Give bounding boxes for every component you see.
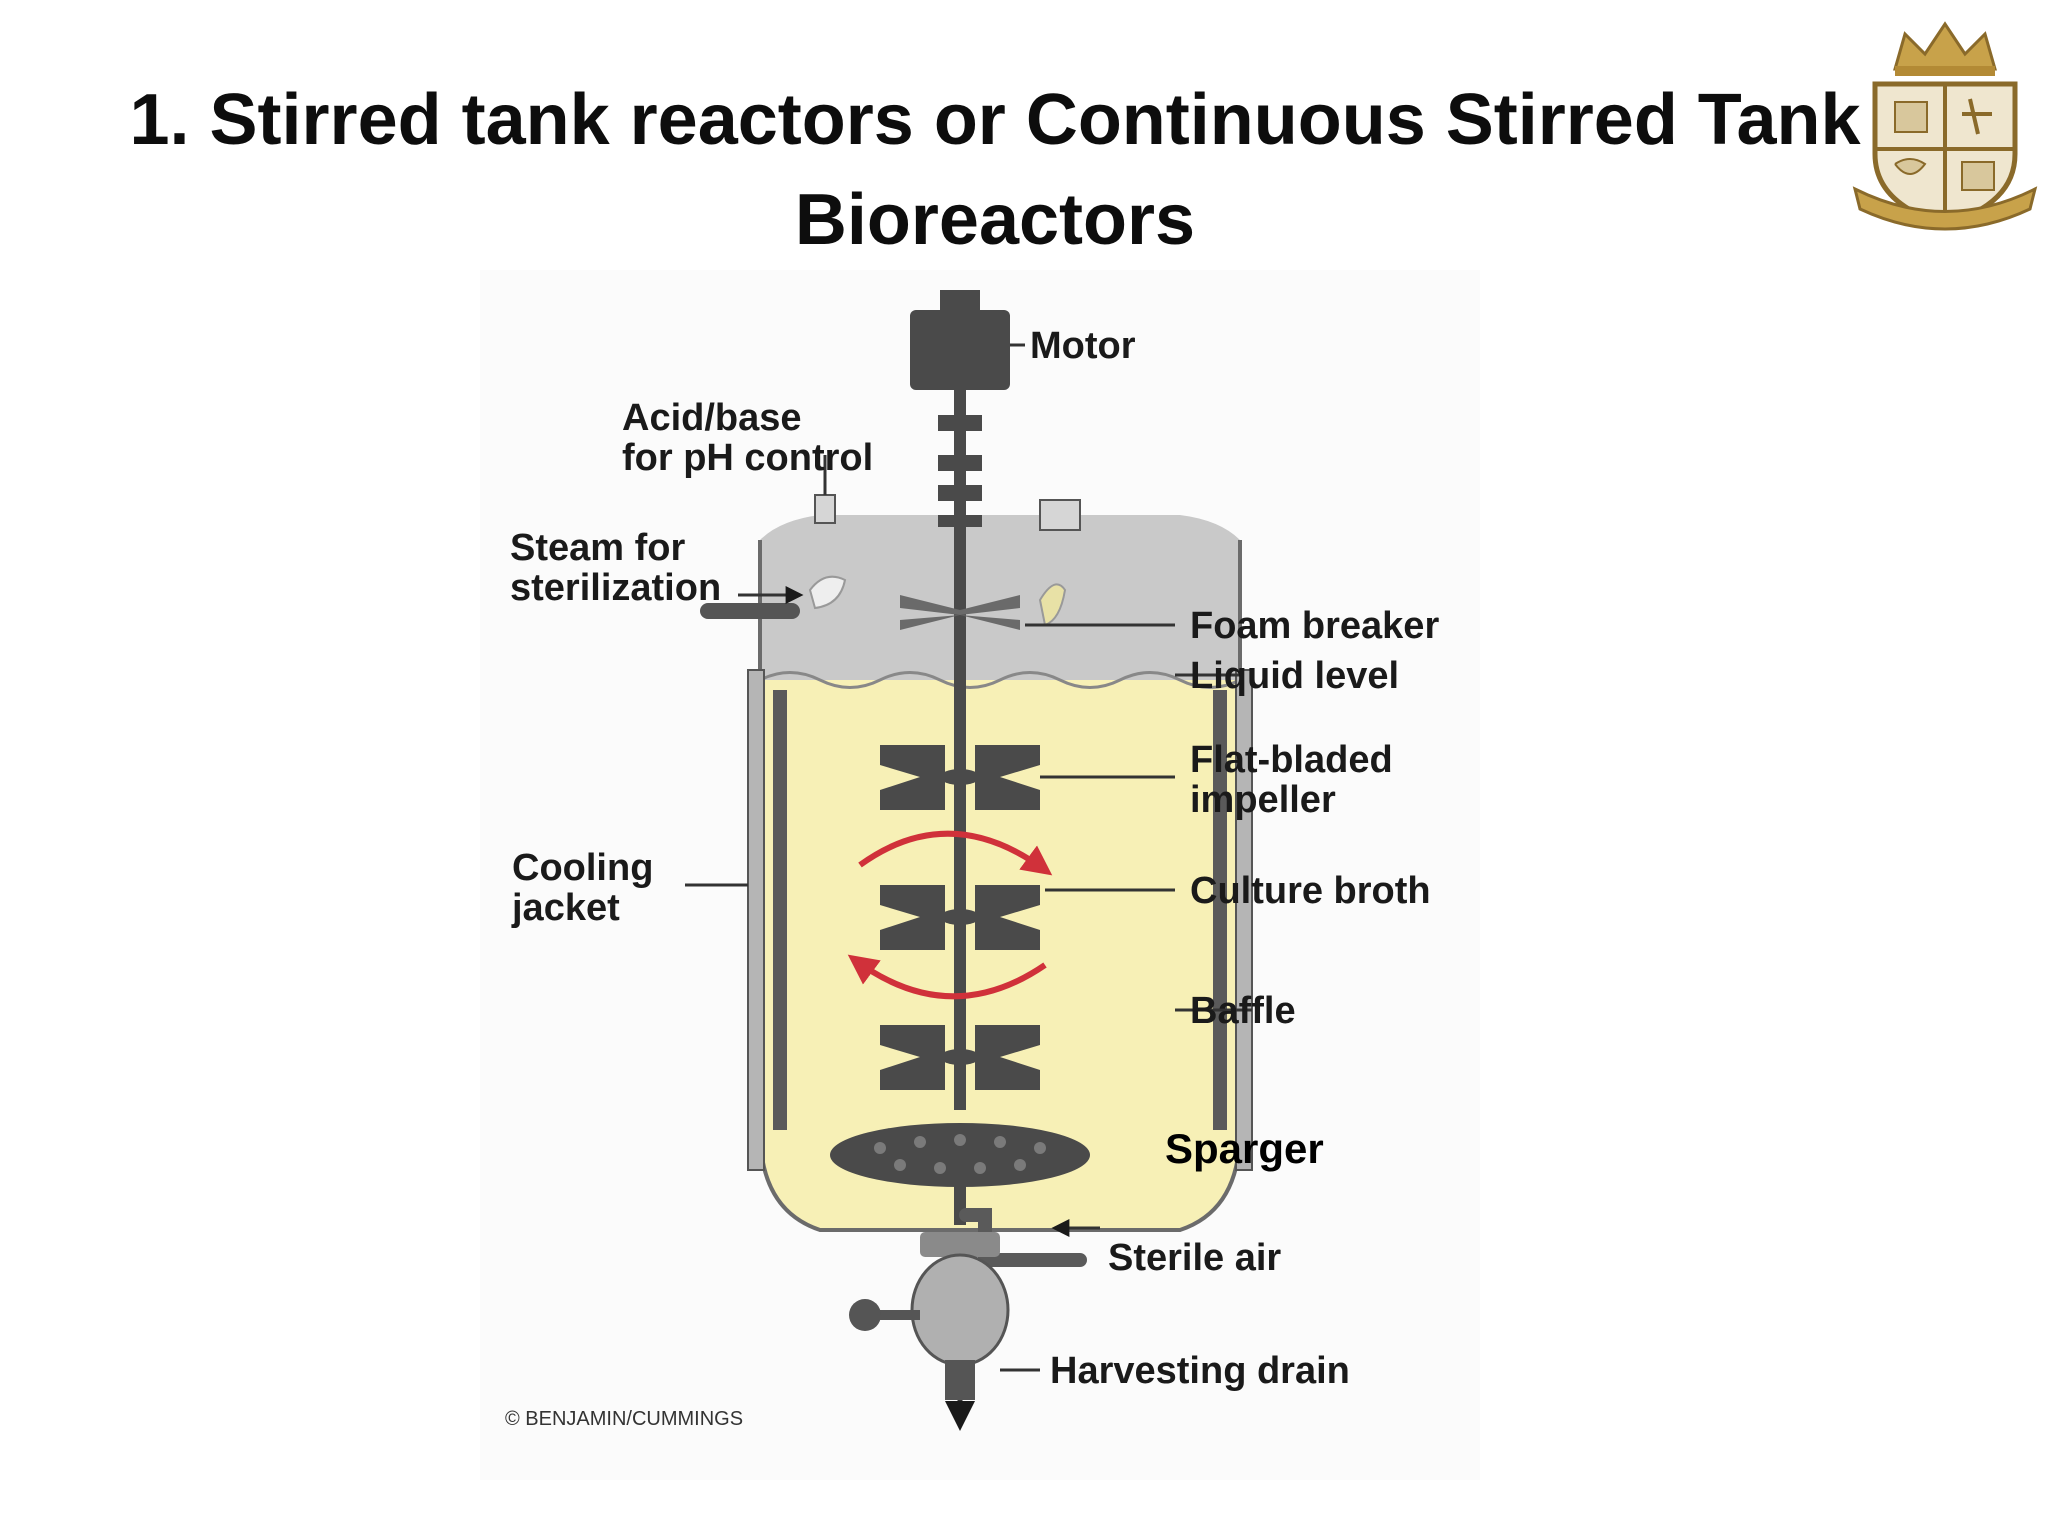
label-sterile-air: Sterile air: [1108, 1237, 1281, 1279]
label-impeller-1: Flat-bladed: [1190, 739, 1393, 781]
culture-broth-region: [760, 680, 1240, 1230]
acid-base-port: [814, 494, 836, 524]
impeller-middle: [880, 885, 1040, 950]
label-steam-1: Steam for: [510, 527, 685, 569]
foam-breaker: [900, 595, 1020, 630]
college-crest-icon: [1852, 21, 2038, 231]
liquid-surface: [759, 671, 1241, 689]
harvesting-drain-valve: [849, 1232, 1010, 1431]
baffle-right: [1213, 690, 1227, 1130]
baffle-left: [773, 690, 787, 1130]
vessel-port: [1039, 499, 1081, 531]
impeller-bottom: [880, 1025, 1040, 1090]
sparger: [830, 1123, 1090, 1225]
impeller-top: [880, 745, 1040, 810]
label-copyright: © BENJAMIN/CUMMINGS: [505, 1408, 743, 1430]
label-foam-breaker: Foam breaker: [1190, 605, 1439, 647]
label-acid-base-2: for pH control: [622, 437, 873, 479]
slide-title: 1. Stirred tank reactors or Continuous S…: [129, 80, 1861, 260]
label-acid-base-1: Acid/base: [622, 397, 802, 439]
label-steam-2: sterilization: [510, 567, 721, 609]
flow-arrow-lower: [847, 954, 1047, 1000]
cooling-jacket-right: [1235, 669, 1253, 1171]
label-harvesting-drain: Harvesting drain: [1050, 1350, 1350, 1392]
label-motor: Motor: [1030, 325, 1136, 367]
label-cooling-1: Cooling: [512, 847, 653, 889]
vessel-headspace: [760, 515, 1240, 680]
label-culture-broth: Culture broth: [1190, 870, 1431, 912]
label-impeller-2: impeller: [1190, 779, 1336, 821]
shaft-couplings: [938, 415, 982, 527]
steam-pipe: [700, 603, 800, 619]
cooling-jacket-left: [747, 669, 765, 1171]
label-baffle: Baffle: [1190, 990, 1296, 1032]
motor-icon: [910, 290, 1010, 390]
agitator-shaft: [954, 390, 966, 1110]
label-sparger: Sparger: [1165, 1125, 1324, 1172]
flow-arrow-upper: [858, 830, 1053, 876]
label-cooling-2: jacket: [511, 887, 620, 929]
crown-icon: [1893, 21, 1997, 76]
label-liquid-level: Liquid level: [1190, 655, 1399, 697]
bioreactor-diagram: Motor Acid/base for pH control Steam for…: [480, 270, 1480, 1480]
